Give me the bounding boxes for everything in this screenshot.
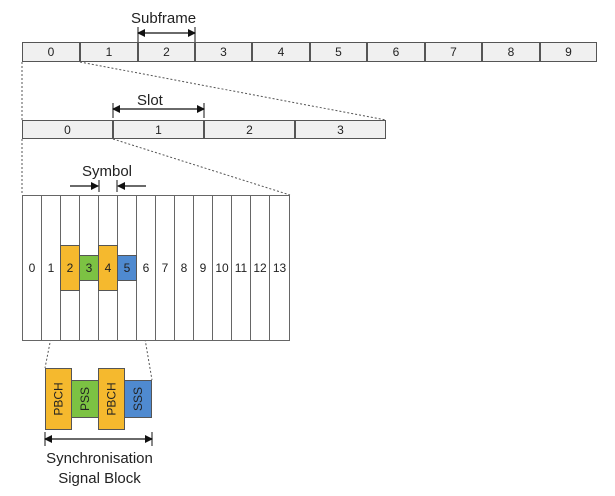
ssb-sss-block: SSS [124, 380, 152, 418]
slot-cell: 2 [204, 120, 295, 139]
symbol-column: 10 [212, 195, 232, 341]
ssb-caption-line2: Signal Block [58, 470, 141, 487]
ssb-pbch-block: PBCH [45, 368, 72, 430]
slot-cell: 3 [295, 120, 386, 139]
symbol-column: 7 [155, 195, 175, 341]
ssb-pbch-label: PBCH [51, 382, 66, 416]
subframe-cell: 9 [540, 42, 597, 62]
subframe-cell: 2 [138, 42, 195, 62]
symbol-pss-3: 3 [79, 255, 99, 281]
symbol-label: Symbol [82, 163, 133, 180]
subframe-label: Subframe [131, 10, 197, 27]
symbol-pbch-2: 2 [60, 245, 80, 291]
symbol-column: 6 [136, 195, 156, 341]
symbol-column: 1 [41, 195, 61, 341]
subframe-cell: 1 [80, 42, 138, 62]
ssb-pss-label: PSS [77, 386, 92, 412]
slot-cell: 1 [113, 120, 204, 139]
subframe-cell: 5 [310, 42, 367, 62]
symbol-column: 12 [250, 195, 270, 341]
slot-cell: 0 [22, 120, 113, 139]
subframe-cell: 6 [367, 42, 425, 62]
symbol-column: 11 [231, 195, 251, 341]
ssb-pss-block: PSS [71, 380, 99, 418]
subframe-cell: 0 [22, 42, 80, 62]
symbol-sss-5: 5 [117, 255, 137, 281]
ssb-pbch-block: PBCH [98, 368, 125, 430]
subframe-cell: 3 [195, 42, 252, 62]
ssb-sss-label: SSS [130, 386, 145, 412]
ssb-caption-line1: Synchronisation [46, 450, 153, 467]
symbol-column: 9 [193, 195, 213, 341]
symbol-column: 8 [174, 195, 194, 341]
slot-label: Slot [137, 92, 163, 109]
symbol-column: 13 [269, 195, 290, 341]
subframe-cell: 4 [252, 42, 310, 62]
subframe-cell: 8 [482, 42, 540, 62]
ssb-pbch-label: PBCH [104, 382, 119, 416]
subframe-cell: 7 [425, 42, 482, 62]
symbol-column: 0 [22, 195, 42, 341]
symbol-pbch-4: 4 [98, 245, 118, 291]
